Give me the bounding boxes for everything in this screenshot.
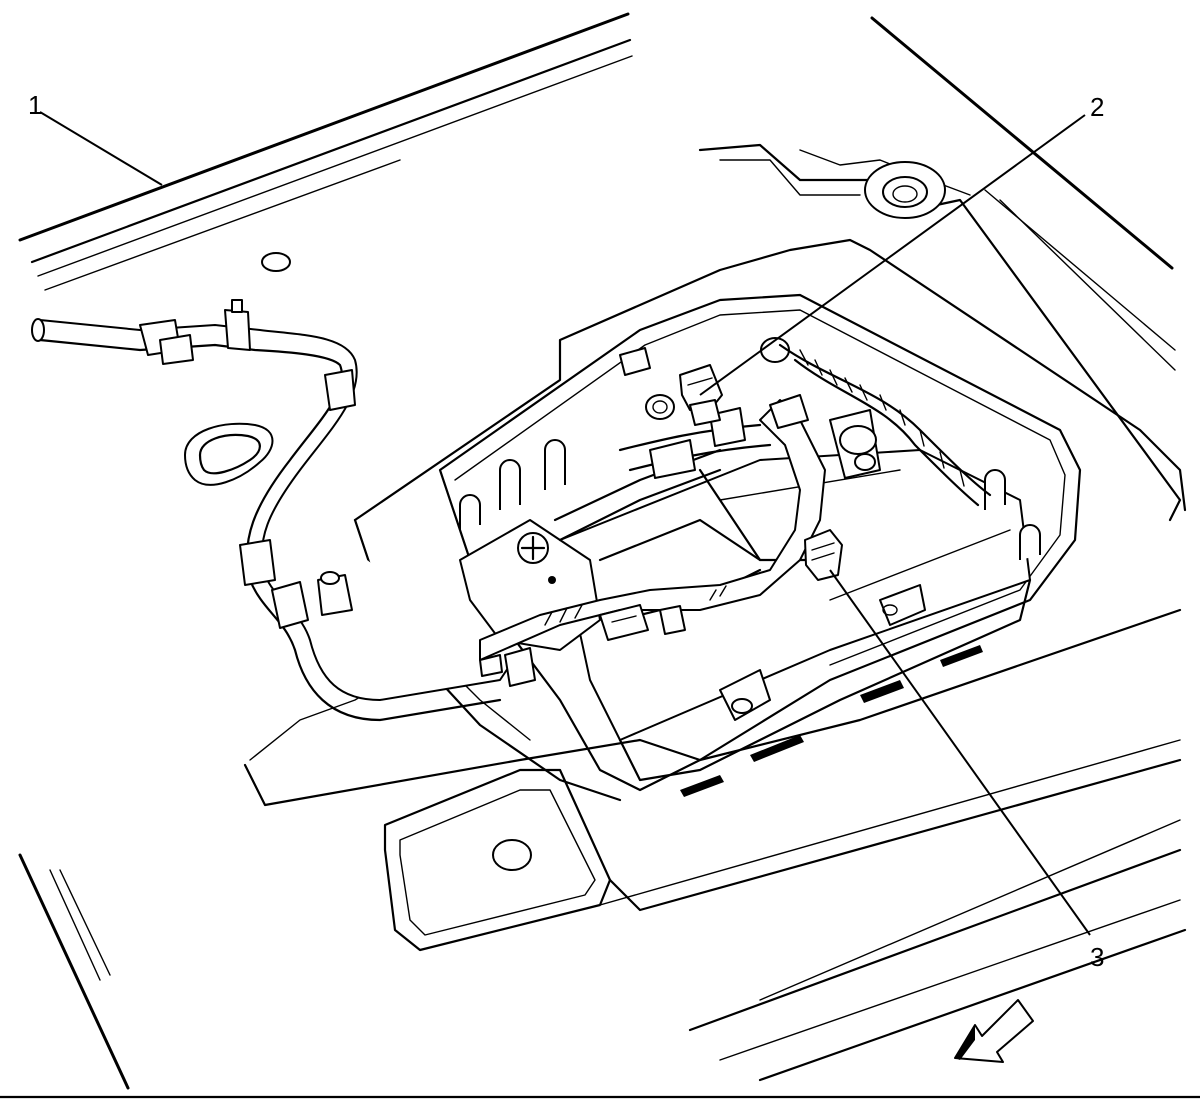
battery-hold-down — [719, 584, 926, 721]
callout-1: 1 — [28, 90, 42, 120]
inline-connector — [769, 394, 809, 429]
callout-labels: 1 2 3 — [28, 90, 1104, 972]
mount-boss — [864, 161, 946, 219]
leader-1 — [39, 111, 163, 186]
leader-3 — [829, 569, 1091, 936]
battery-harness-branch — [479, 399, 826, 687]
callout-leaders — [39, 111, 1091, 936]
lower-cover-panel — [383, 739, 1182, 952]
callout-3: 3 — [1090, 942, 1104, 972]
lower-right-sill — [688, 819, 1187, 1082]
lower-left-sill — [18, 853, 130, 1090]
square-tab — [619, 347, 651, 376]
tray-slots — [680, 645, 983, 797]
tray-posts — [459, 439, 1041, 560]
grommet — [184, 422, 274, 486]
ground-bolt — [645, 337, 790, 420]
connector-3 — [804, 529, 843, 581]
small-hole — [261, 252, 291, 272]
main-wiring-harness — [31, 299, 511, 722]
battery — [559, 449, 1032, 782]
connector-2 — [679, 364, 723, 426]
leader-2 — [699, 114, 1086, 396]
negative-terminal — [829, 409, 881, 479]
wrapped-ground-cable — [778, 343, 992, 507]
front-direction-arrow-icon — [954, 999, 1034, 1063]
callout-2: 2 — [1090, 92, 1104, 122]
upper-left-body-panel — [18, 12, 633, 291]
upper-right-body-panel — [698, 16, 1182, 522]
